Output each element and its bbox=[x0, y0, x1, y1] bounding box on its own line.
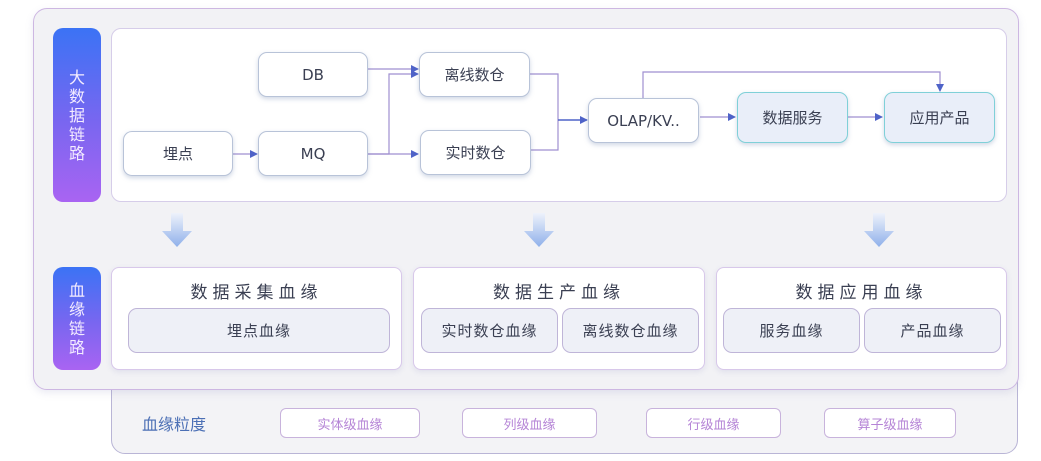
node-data-service[interactable]: 数据服务 bbox=[737, 92, 848, 143]
node-realtime-warehouse[interactable]: 实时数仓 bbox=[420, 130, 531, 175]
node-app-product[interactable]: 应用产品 bbox=[884, 92, 995, 143]
lineage-item-tracking[interactable]: 埋点血缘 bbox=[128, 308, 390, 353]
lineage-item-product[interactable]: 产品血缘 bbox=[864, 308, 1001, 353]
lineage-item-realtime[interactable]: 实时数仓血缘 bbox=[421, 308, 558, 353]
big-data-chain-label-text: 大数据链路 bbox=[68, 67, 85, 163]
lineage-chain-label: 血缘链路 bbox=[53, 267, 101, 370]
down-arrow-icon bbox=[864, 213, 894, 247]
granularity-entity[interactable]: 实体级血缘 bbox=[280, 408, 420, 438]
down-arrow-icon bbox=[524, 213, 554, 247]
node-olap-kv[interactable]: OLAP/KV.. bbox=[588, 98, 699, 143]
node-mq[interactable]: MQ bbox=[258, 131, 368, 176]
edge-realtime-merge bbox=[530, 120, 559, 151]
node-tracking[interactable]: 埋点 bbox=[123, 131, 233, 176]
down-arrow-icon bbox=[162, 213, 192, 247]
edge-olap-product bbox=[642, 71, 944, 98]
node-offline-warehouse[interactable]: 离线数仓 bbox=[419, 52, 530, 97]
lineage-application-title: 数据应用血缘 bbox=[795, 283, 928, 303]
granularity-column[interactable]: 列级血缘 bbox=[462, 408, 597, 438]
granularity-operator[interactable]: 算子级血缘 bbox=[824, 408, 956, 438]
edge-mq-offline bbox=[368, 70, 419, 155]
lineage-production-card: 数据生产血缘 实时数仓血缘 离线数仓血缘 bbox=[413, 267, 705, 370]
node-db[interactable]: DB bbox=[258, 52, 368, 97]
lineage-application-card: 数据应用血缘 服务血缘 产品血缘 bbox=[716, 267, 1007, 370]
big-data-chain-label: 大数据链路 bbox=[53, 28, 101, 202]
lineage-item-service[interactable]: 服务血缘 bbox=[723, 308, 860, 353]
lineage-collection-card: 数据采集血缘 埋点血缘 bbox=[111, 267, 402, 370]
granularity-row[interactable]: 行级血缘 bbox=[646, 408, 781, 438]
lineage-production-title: 数据生产血缘 bbox=[493, 283, 625, 303]
granularity-title: 血缘粒度 bbox=[142, 415, 207, 434]
lineage-chain-label-text: 血缘链路 bbox=[68, 280, 85, 357]
lineage-collection-title: 数据采集血缘 bbox=[190, 283, 323, 303]
edge-offline-merge bbox=[530, 73, 559, 120]
lineage-item-offline[interactable]: 离线数仓血缘 bbox=[562, 308, 699, 353]
